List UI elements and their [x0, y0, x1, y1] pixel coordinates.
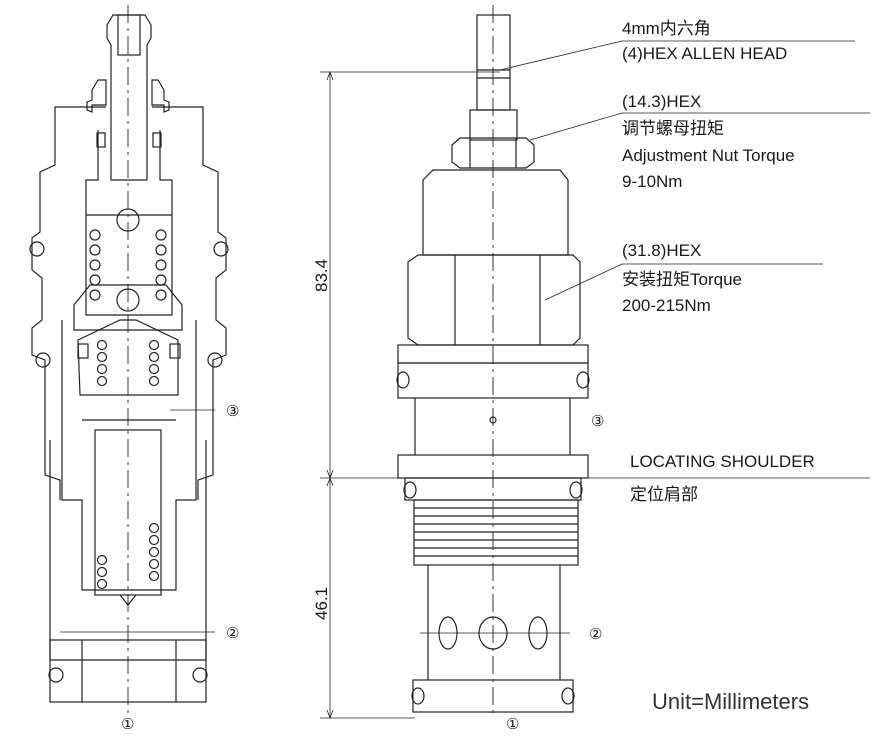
port-3-left: ③ [226, 403, 240, 420]
port-1-right: ① [506, 716, 520, 733]
section-view [29, 5, 229, 715]
nut-torque-label-cn: 调节螺母扭矩 [622, 119, 724, 138]
allen-head-label: (4)HEX ALLEN HEAD [622, 44, 788, 63]
locating-shoulder-label: LOCATING SHOULDER [630, 452, 815, 471]
nut-torque-label: Adjustment Nut Torque [622, 146, 795, 165]
port-2-right: ② [589, 626, 603, 643]
thread [413, 499, 579, 566]
port-1-left: ① [121, 716, 135, 733]
port-3-right: ③ [591, 413, 605, 430]
leader-lines [320, 40, 870, 479]
nut-hex-label: (14.3)HEX [622, 92, 702, 111]
allen-head-label-cn: 4mm内六角 [622, 19, 711, 38]
dimension-lower: 46.1 [312, 586, 331, 620]
lower-spring [96, 339, 160, 590]
body-hex-label: (31.8)HEX [622, 241, 702, 260]
dimension-upper: 83.4 [312, 258, 331, 292]
port-2-left: ② [226, 625, 240, 642]
external-view [396, 5, 590, 718]
locating-shoulder-label-cn: 定位肩部 [630, 485, 698, 504]
body-torque-label: 安装扭矩Torque [622, 270, 742, 289]
dimension-lines [320, 70, 500, 720]
body-torque-value: 200-215Nm [622, 296, 711, 315]
nut-torque-value: 9-10Nm [622, 172, 683, 191]
unit-label: Unit=Millimeters [652, 689, 810, 714]
